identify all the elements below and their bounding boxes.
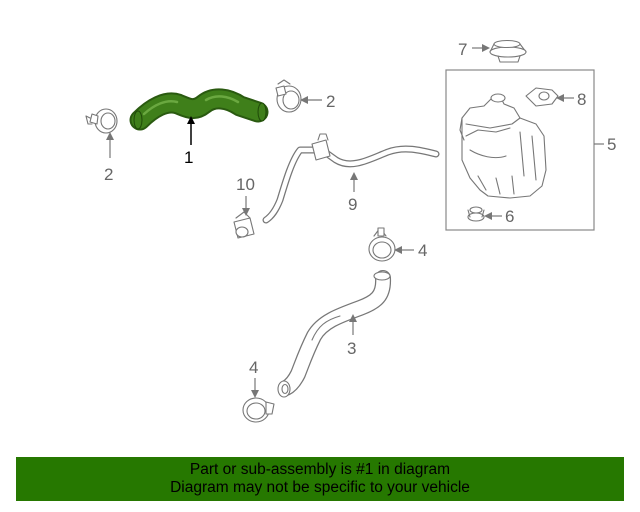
footer-banner: Part or sub-assembly is #1 in diagram Di… — [16, 457, 624, 501]
callout-5: 5 — [607, 135, 616, 154]
footer-line-2: Diagram may not be specific to your vehi… — [170, 479, 470, 496]
leader-3-arrow — [349, 314, 357, 322]
part-9-overflow-tube[interactable] — [262, 133, 440, 224]
part-4-clamp-upper[interactable] — [368, 227, 396, 262]
callout-8: 8 — [577, 90, 586, 109]
leader-2a-arrow — [106, 132, 114, 140]
callout-4b: 4 — [249, 358, 258, 377]
part-7-cap[interactable] — [489, 39, 527, 63]
callout-4a: 4 — [418, 241, 427, 260]
footer-line-1: Part or sub-assembly is #1 in diagram — [189, 461, 451, 478]
leader-2b-arrow — [300, 96, 308, 104]
part-3-lower-hose[interactable] — [277, 270, 392, 398]
part-10-clip[interactable] — [233, 211, 255, 239]
part-4-clamp-lower[interactable] — [242, 397, 275, 423]
part-2-clamp-left[interactable] — [85, 108, 118, 134]
part-8-bracket[interactable] — [525, 87, 559, 107]
leader-6-arrow — [484, 212, 492, 220]
callout-2b: 2 — [326, 92, 335, 111]
part-1-upper-hose[interactable] — [129, 88, 269, 131]
callout-10: 10 — [236, 175, 255, 194]
callout-6: 6 — [505, 207, 514, 226]
part-5-reservoir-tank[interactable] — [459, 93, 547, 199]
callout-3: 3 — [347, 339, 356, 358]
leader-4b-arrow — [251, 390, 259, 398]
leader-1-arrow — [187, 116, 195, 124]
part-5-assembly-box — [445, 69, 595, 231]
part-6-grommet[interactable] — [467, 206, 485, 222]
leader-10-arrow — [242, 208, 250, 216]
callout-9: 9 — [348, 195, 357, 214]
leader-4a-arrow — [394, 246, 402, 254]
callout-2a: 2 — [104, 165, 113, 184]
leader-8-arrow — [556, 94, 564, 102]
part-2-clamp-right[interactable] — [275, 79, 302, 113]
callout-7: 7 — [458, 40, 467, 59]
leader-7-arrow — [482, 44, 490, 52]
callout-1: 1 — [184, 148, 193, 167]
leader-9-arrow — [350, 172, 358, 180]
